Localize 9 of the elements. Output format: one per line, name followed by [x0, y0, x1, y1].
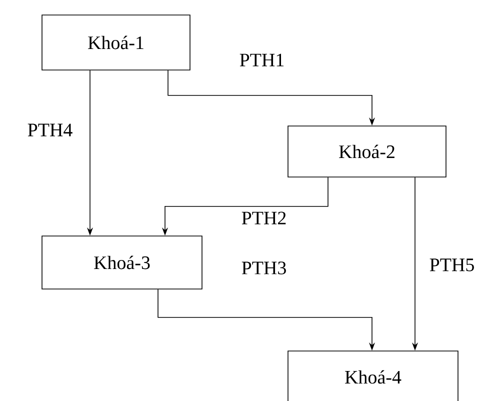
- edge-label: PTH4: [28, 124, 72, 136]
- edge-label: PTH5: [430, 258, 474, 272]
- edge-label: PTH1: [240, 54, 284, 66]
- edge-label: PTH3: [242, 262, 286, 274]
- process-box: Khoá-3: [42, 236, 202, 290]
- process-box: Khoá-4: [288, 350, 458, 401]
- edge-label: PTH2: [242, 212, 286, 224]
- process-box: Khoá-1: [42, 14, 190, 70]
- process-box: Khoá-2: [288, 126, 446, 178]
